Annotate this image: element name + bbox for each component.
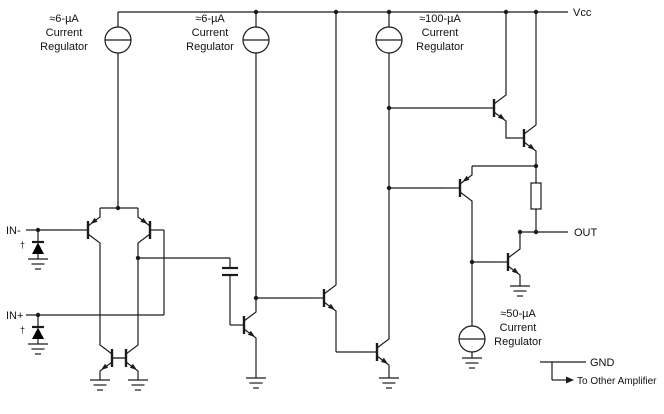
- svg-text:≈6-µA: ≈6-µA: [49, 13, 79, 25]
- out-label: OUT: [574, 227, 598, 239]
- compensation-capacitor-icon: [222, 266, 238, 277]
- regulator-label-50ua: ≈50-µA Current Regulator: [494, 308, 542, 348]
- current-source-icon-6ua-2: [242, 26, 270, 54]
- gnd-label: GND: [590, 357, 615, 369]
- ground-icon: [127, 379, 149, 391]
- transistor-input-plus-icon: [136, 206, 166, 254]
- transistor-input-minus-icon: [72, 206, 102, 254]
- transistor-output-sink-icon: [492, 238, 522, 286]
- current-source-icon-100ua: [375, 26, 403, 54]
- regulator-label-6ua-1: ≈6-µA Current Regulator: [40, 13, 88, 53]
- transistor-second-stage-icon: [228, 301, 258, 349]
- svg-text:Current: Current: [422, 27, 459, 39]
- svg-text:Regulator: Regulator: [494, 336, 542, 348]
- svg-text:≈100-µA: ≈100-µA: [419, 13, 461, 25]
- in-minus-label: IN-: [6, 225, 21, 237]
- ground-icon: [461, 357, 483, 369]
- transistor-darlington-bottom-icon: [508, 114, 538, 162]
- to-other-amplifier-arrow-icon: [566, 376, 574, 384]
- svg-text:Current: Current: [192, 27, 229, 39]
- regulator-label-100ua: ≈100-µA Current Regulator: [416, 13, 464, 53]
- in-plus-label: IN+: [6, 310, 23, 322]
- transistor-mirror-right-icon: [110, 334, 140, 382]
- input-clamp-diode-plus-icon: [30, 325, 46, 341]
- dagger-note-plus: †: [20, 325, 25, 335]
- svg-text:≈6-µA: ≈6-µA: [195, 13, 225, 25]
- svg-text:Regulator: Regulator: [186, 41, 234, 53]
- transistor-darlington-top-icon: [478, 84, 508, 132]
- output-resistor-icon: [530, 182, 542, 210]
- current-source-icon-50ua: [458, 325, 486, 353]
- ground-icon: [27, 343, 49, 355]
- svg-text:Current: Current: [500, 322, 537, 334]
- current-source-icon-6ua-1: [104, 26, 132, 54]
- to-other-amplifier-label: To Other Amplifier: [577, 376, 657, 387]
- svg-text:Regulator: Regulator: [416, 41, 464, 53]
- svg-text:Regulator: Regulator: [40, 41, 88, 53]
- ground-icon: [245, 377, 267, 389]
- vcc-label: Vcc: [573, 7, 592, 19]
- ground-icon: [378, 377, 400, 389]
- regulator-label-6ua-2: ≈6-µA Current Regulator: [186, 13, 234, 53]
- dagger-note-minus: †: [20, 240, 25, 250]
- transistor-driver-icon: [308, 274, 338, 322]
- svg-text:≈50-µA: ≈50-µA: [500, 308, 536, 320]
- input-clamp-diode-minus-icon: [30, 240, 46, 256]
- ground-icon: [27, 258, 49, 270]
- ground-icon: [89, 379, 111, 391]
- transistor-bias-pnp-icon: [444, 164, 474, 212]
- wire-network: [26, 11, 586, 381]
- svg-text:Current: Current: [46, 27, 83, 39]
- junction-dots: [35, 9, 539, 318]
- transistor-gain-icon: [361, 328, 391, 376]
- ground-icon: [509, 285, 531, 297]
